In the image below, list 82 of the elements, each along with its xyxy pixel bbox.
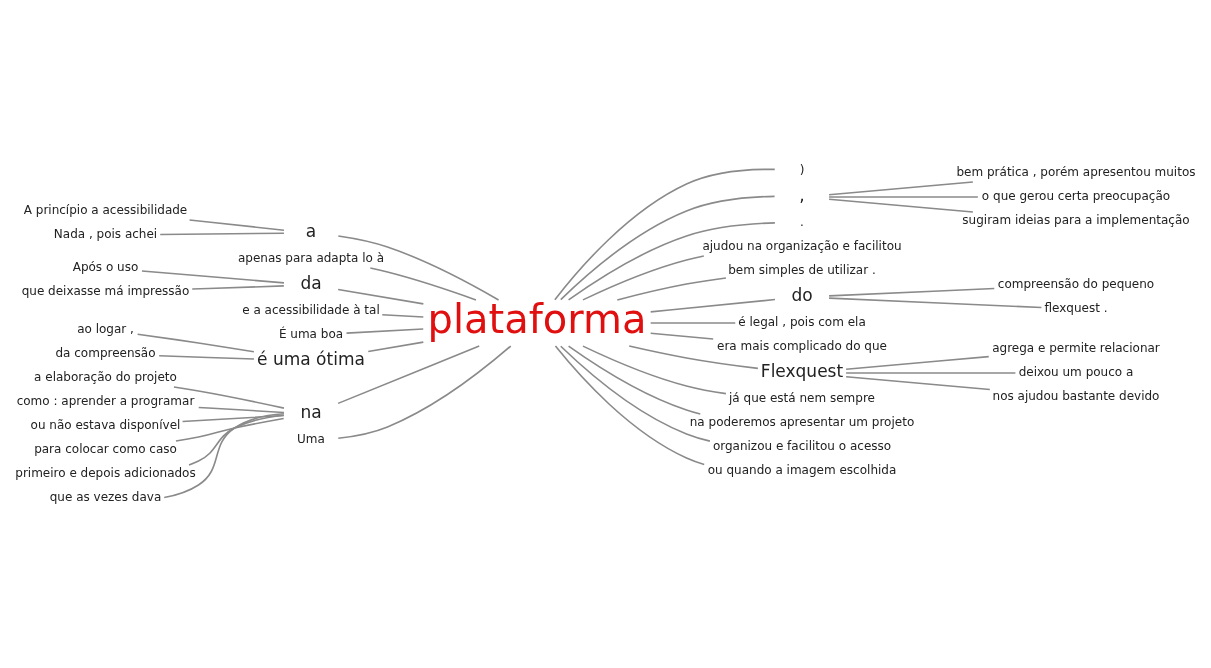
node-text: .: [800, 214, 804, 229]
connector: [173, 385, 285, 409]
connector: [828, 287, 996, 297]
node-text: Flexquest: [760, 360, 844, 381]
connector: [559, 344, 711, 442]
connector: [337, 344, 512, 439]
connector: [845, 375, 991, 390]
connector: [845, 355, 990, 370]
node-text: Nada , pois achei: [53, 226, 158, 241]
node-text: que deixasse má impressão: [21, 283, 190, 298]
connector: [649, 298, 776, 313]
connector: [845, 371, 1017, 374]
connector: [159, 231, 285, 235]
node-text: bem simples de utilizar .: [728, 262, 876, 277]
connector: [554, 168, 776, 301]
connector: [197, 406, 285, 413]
connector: [163, 412, 285, 498]
node-text: já que está nem sempre: [729, 390, 875, 405]
connector: [828, 180, 974, 195]
node-text: Após o uso: [72, 259, 139, 274]
connector: [141, 269, 285, 284]
node-text: organizou e facilitou o acesso: [712, 438, 892, 453]
node-text: nos ajudou bastante devido: [992, 388, 1160, 403]
connector: [567, 221, 776, 301]
node-text: a: [305, 220, 317, 241]
node-text: compreensão do pequeno: [997, 276, 1155, 291]
connector: [337, 234, 500, 301]
connector: [649, 321, 737, 324]
node-text: na: [300, 401, 322, 422]
connector: [828, 296, 1043, 308]
node-text: ): [799, 162, 805, 177]
node-text: agrega e permite relacionar: [992, 340, 1160, 355]
connector: [158, 354, 255, 360]
connector: [136, 332, 255, 353]
node-text: ao logar ,: [77, 321, 134, 336]
node-text: flexquest .: [1044, 300, 1108, 315]
connector: [649, 331, 714, 340]
node-text: para colocar como caso: [34, 441, 177, 456]
node-text: ,: [799, 184, 805, 205]
connector: [188, 218, 285, 231]
connector: [567, 344, 702, 415]
connector: [582, 344, 727, 394]
node-text: Uma: [297, 431, 325, 446]
node-text: bem prática , porém apresentou muitos: [956, 164, 1196, 179]
connector: [337, 288, 425, 305]
node-text: na poderemos apresentar um projeto: [689, 414, 915, 429]
node-text: a elaboração do projeto: [34, 369, 177, 384]
node-text: da compreensão: [55, 345, 156, 360]
connector: [828, 195, 979, 198]
node-text: ajudou na organização e facilitou: [702, 238, 902, 253]
connector: [628, 344, 759, 369]
connector: [337, 344, 481, 404]
node-text: deixou um pouco a: [1018, 364, 1134, 379]
node-text: do: [791, 284, 813, 305]
node-text: É uma boa: [278, 326, 344, 341]
node-text: ou não estava disponível: [30, 417, 181, 432]
node-text: da: [300, 272, 322, 293]
node-text: o que gerou certa preocupação: [981, 188, 1171, 203]
connector: [559, 195, 776, 300]
node-text: sugiram ideias para a implementação: [962, 212, 1190, 227]
node-text: é uma ótima: [257, 348, 365, 369]
node-text: primeiro e depois adicionados: [15, 465, 196, 480]
connector: [188, 414, 285, 466]
node-text: A princípio a acessibilidade: [23, 202, 188, 217]
connector: [191, 284, 285, 290]
connector: [369, 266, 477, 301]
node-text: como : aprender a programar: [16, 393, 195, 408]
connector: [345, 327, 425, 334]
connector: [175, 417, 285, 442]
node-text: e a acessibilidade à tal: [242, 302, 380, 317]
connector: [381, 313, 425, 318]
connector: [554, 344, 705, 465]
connector: [616, 276, 727, 301]
connector: [367, 340, 425, 352]
connector: [582, 254, 705, 301]
node-text: é legal , pois com ela: [738, 314, 866, 329]
node-text: era mais complicado do que: [717, 338, 887, 353]
node-text: plataforma: [427, 295, 647, 342]
node-text: apenas para adapta lo à: [237, 250, 385, 265]
connector: [828, 198, 974, 213]
node-text: que as vezes dava: [49, 489, 162, 504]
node-text: ou quando a imagem escolhida: [707, 462, 897, 477]
